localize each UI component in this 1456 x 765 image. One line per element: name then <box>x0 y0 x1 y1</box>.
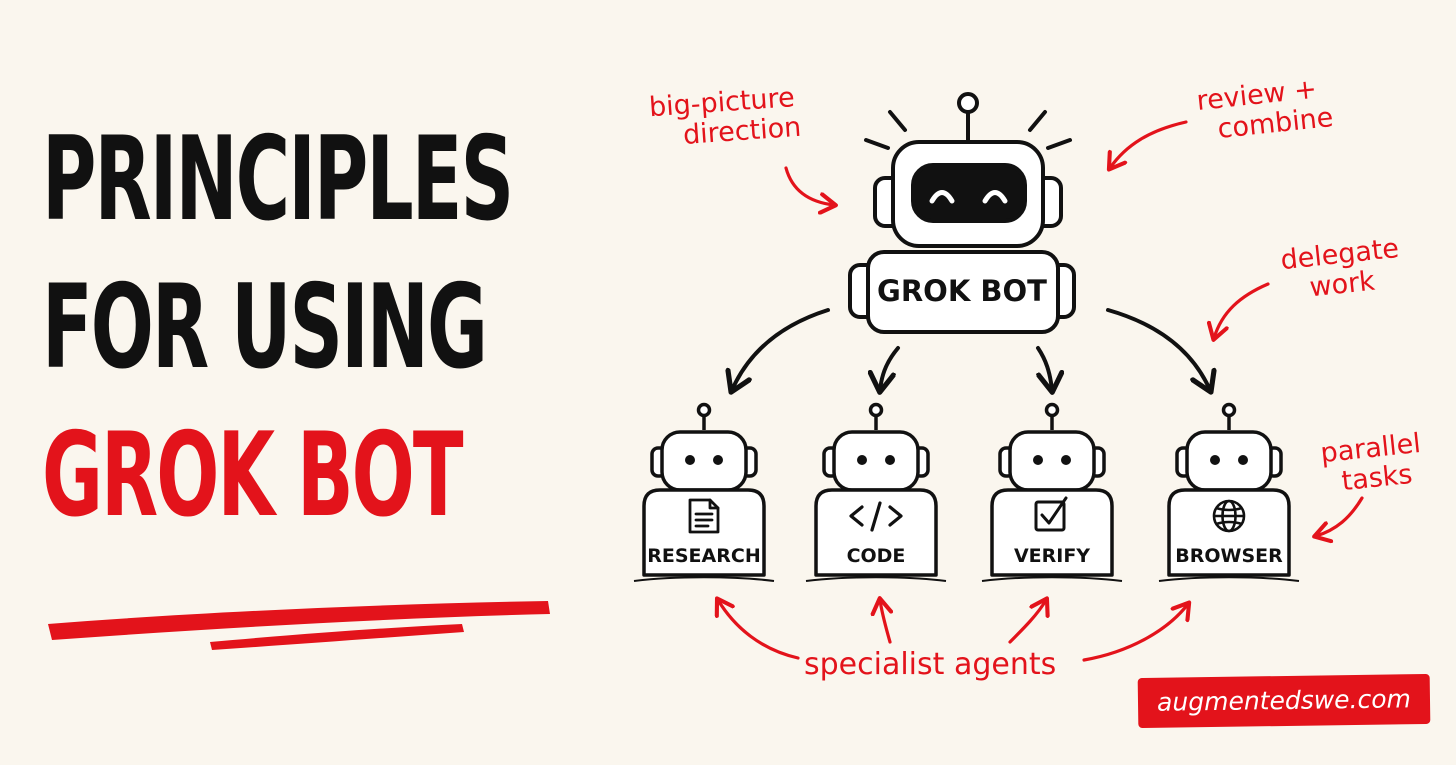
annotation-direction: big-picture direction <box>648 82 803 151</box>
agent-robot-code <box>805 402 947 582</box>
sparkle-lines <box>864 110 1072 150</box>
code-icon <box>849 501 903 532</box>
agent-robot-research <box>633 402 775 582</box>
document-icon <box>688 498 720 534</box>
annotation-delegate: delegate work <box>1279 232 1401 304</box>
globe-icon <box>1212 499 1246 533</box>
site-badge: augmentedswe.com <box>1137 673 1431 729</box>
title-underline <box>48 601 550 650</box>
delegation-arrows <box>732 308 1210 390</box>
agent-label-browser: BROWSER <box>1175 545 1283 567</box>
agent-label-verify: VERIFY <box>1013 545 1091 567</box>
grok-bot-robot <box>848 92 1076 334</box>
agent-label-research: RESEARCH <box>647 545 761 567</box>
grok-bot-label: GROK BOT <box>877 274 1047 308</box>
title-line-2: FOR USING <box>42 260 488 395</box>
site-url: augmentedswe.com <box>1156 684 1412 717</box>
agent-robot-browser <box>1158 402 1300 582</box>
title-line-3: GROK BOT <box>42 408 463 543</box>
checkbox-icon <box>1034 496 1068 532</box>
annotation-arrows <box>718 120 1364 662</box>
annotation-specialist: specialist agents <box>804 647 1057 682</box>
title-line-1: PRINCIPLES <box>42 112 514 247</box>
agent-robot-verify <box>981 402 1123 582</box>
agent-label-code: CODE <box>846 545 906 567</box>
annotation-parallel: parallel tasks <box>1319 427 1423 498</box>
